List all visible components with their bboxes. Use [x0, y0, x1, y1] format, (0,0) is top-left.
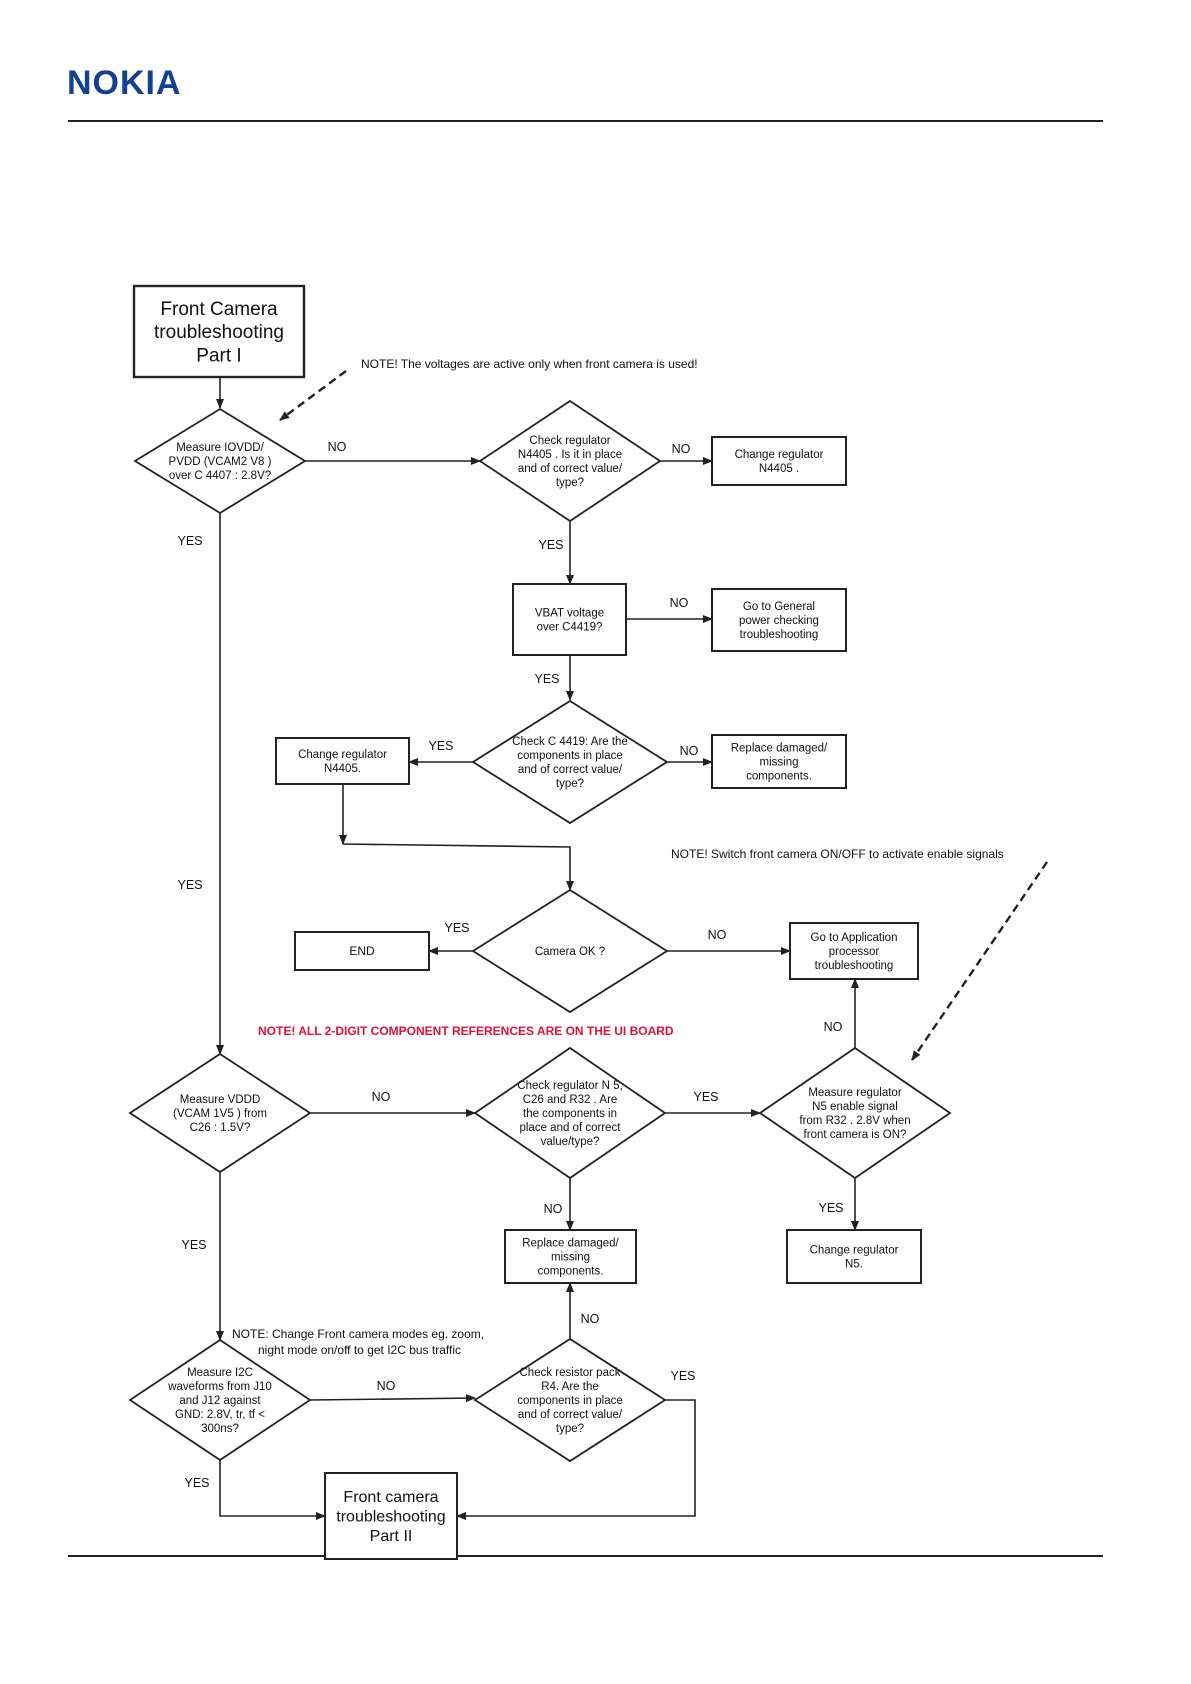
node-b-app-proc-box	[789, 922, 919, 980]
edge-label-enable-no: NO	[824, 1020, 843, 1034]
edge-label-long-yes: YES	[177, 878, 202, 892]
edge-label-r4-yes: YES	[670, 1369, 695, 1383]
edge-r4-yes	[456, 1399, 696, 1520]
edge-label-i2c-yes: YES	[184, 1476, 209, 1490]
node-start-box	[132, 284, 306, 379]
nokia-logo: NOKIA	[67, 64, 182, 102]
footer-rule	[68, 1555, 1103, 1557]
node-b-replace-top-box	[711, 734, 847, 789]
edge-label-n5-no: NO	[544, 1202, 563, 1216]
note-voltages: NOTE! The voltages are active only when …	[361, 357, 698, 371]
edge-label-enable-yes: YES	[818, 1201, 843, 1215]
edge-label-vddd-yes: YES	[181, 1238, 206, 1252]
note-voltages-arrow	[279, 370, 347, 421]
node-b-end-box	[294, 931, 430, 971]
node-b-end-label: END	[349, 944, 375, 958]
node-d-check-r4-diamond	[473, 1337, 667, 1463]
node-d-vddd-diamond	[128, 1052, 312, 1174]
node-b-change-n4405-left-box	[275, 737, 410, 785]
edge-label-c4419-no: NO	[680, 744, 699, 758]
node-d-iovdd-label: Measure IOVDD/PVDD (VCAM2 V8 )over C 440…	[169, 442, 272, 482]
edge-label-n4405-no: NO	[672, 442, 691, 456]
node-d-enable-diamond	[758, 1046, 952, 1180]
node-d-check-c4419-diamond	[471, 699, 669, 825]
edge-label-n5-yes: YES	[693, 1090, 718, 1104]
node-b-general-power-box	[711, 588, 847, 652]
note-ui-board: NOTE! ALL 2-DIGIT COMPONENT REFERENCES A…	[258, 1024, 674, 1038]
node-b-change-n4405-top-box	[711, 436, 847, 486]
node-d-camera-ok-label: Camera OK ?	[535, 946, 605, 958]
edge-label-iovdd-yes: YES	[177, 534, 202, 548]
node-b-replace-mid-box	[504, 1229, 637, 1284]
header-rule	[68, 120, 1103, 122]
node-d-camera-ok-diamond	[471, 888, 669, 1014]
note-i2c-line-1: NOTE: Change Front camera modes eg. zoom…	[232, 1327, 484, 1341]
edge-label-vbat-no: NO	[670, 596, 689, 610]
edge-i2c-no	[309, 1394, 476, 1403]
note-switch-camera: NOTE! Switch front camera ON/OFF to acti…	[671, 847, 1004, 861]
note-switch-arrow	[911, 861, 1048, 1061]
node-b-vbat-box	[512, 583, 627, 656]
edge-label-camera-no: NO	[708, 928, 727, 942]
node-b-change-n5-box	[786, 1229, 922, 1284]
node-d-check-n4405-diamond	[478, 399, 662, 523]
node-end2-box	[324, 1472, 458, 1560]
node-d-i2c-diamond	[128, 1338, 312, 1462]
edge-merge-to-camera	[342, 843, 574, 891]
edge-label-c4419-yes: YES	[428, 739, 453, 753]
edge-i2c-yes	[219, 1460, 326, 1520]
node-d-check-n5-diamond	[473, 1046, 667, 1180]
edge-label-iovdd-no: NO	[328, 440, 347, 454]
edge-label-r4-no: NO	[581, 1312, 600, 1326]
edge-label-i2c-no: NO	[377, 1379, 396, 1393]
edge-label-vddd-no: NO	[372, 1090, 391, 1104]
edge-label-vbat-yes: YES	[534, 672, 559, 686]
node-d-iovdd-diamond	[133, 407, 307, 515]
edge-label-n4405-yes: YES	[538, 538, 563, 552]
edge-label-camera-yes: YES	[444, 921, 469, 935]
note-i2c-line-2: night mode on/off to get I2C bus traffic	[258, 1343, 461, 1357]
